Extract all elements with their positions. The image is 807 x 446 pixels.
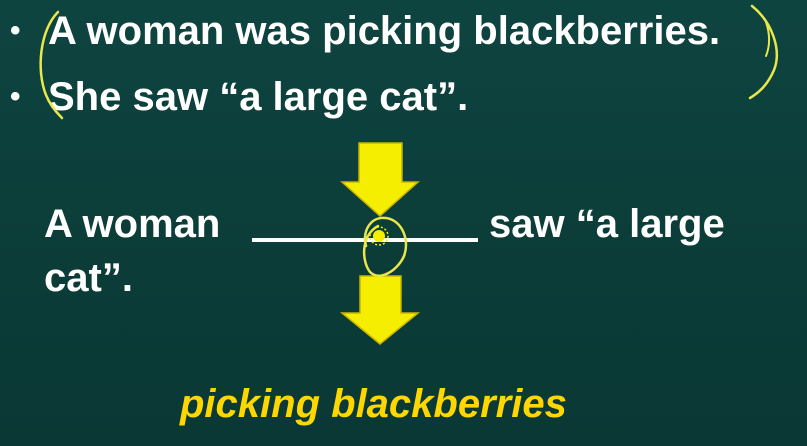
bullet-text: A woman was picking blackberries. — [48, 9, 721, 53]
annotation-stroke — [765, 21, 770, 57]
sentence-left: A woman — [44, 202, 221, 246]
bullet-item: • She saw “a large cat”. — [8, 74, 468, 120]
bullet-item: • A woman was picking blackberries. — [8, 8, 720, 54]
answer-phrase: picking blackberries — [180, 382, 567, 426]
sentence-right: saw “a large — [489, 202, 725, 246]
sentence-continuation: cat”. — [44, 256, 133, 300]
down-arrow-icon — [339, 275, 421, 345]
annotation-bracket-right — [748, 4, 779, 100]
blank-line — [252, 238, 478, 242]
bullet-marker: • — [10, 14, 21, 47]
annotation-loop — [363, 216, 408, 277]
bullet-marker: • — [10, 80, 21, 113]
bullet-text: She saw “a large cat”. — [48, 75, 469, 119]
pointer-dot-icon — [369, 226, 389, 246]
down-arrow-icon — [340, 142, 420, 218]
